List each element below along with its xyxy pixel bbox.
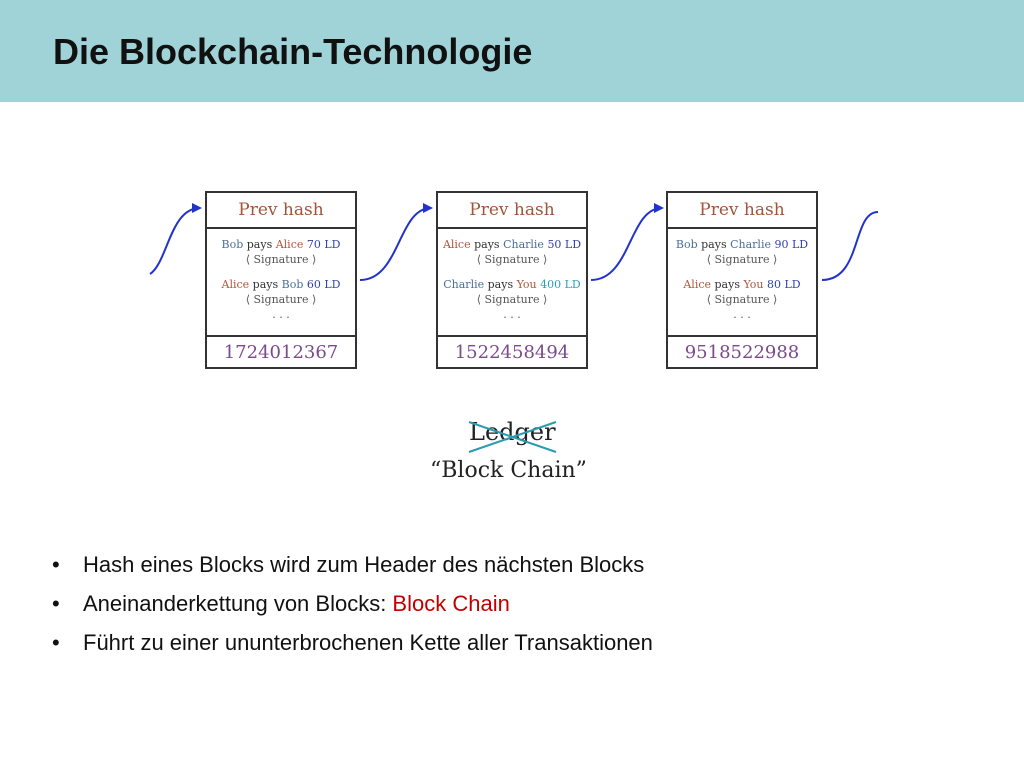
- tx-amount: 90 LD: [774, 238, 809, 251]
- bullet-text: Führt zu einer ununterbrochenen Kette al…: [83, 630, 653, 655]
- transaction-line: Alice pays You 80 LD: [668, 277, 816, 292]
- transactions: Bob pays Alice 70 LD ⟨ Signature ⟩ Alice…: [207, 229, 355, 337]
- signature: ⟨ Signature ⟩: [706, 253, 778, 266]
- bullet-icon: •: [52, 591, 60, 616]
- bullet-icon: •: [52, 630, 60, 655]
- block-hash: 1724012367: [223, 342, 339, 363]
- block-3: Prev hash Bob pays Charlie 90 LD ⟨ Signa…: [666, 191, 818, 369]
- block-hash: 1522458494: [454, 342, 570, 363]
- transaction-line: Bob pays Alice 70 LD: [207, 237, 355, 252]
- prev-hash-label: Prev hash: [668, 193, 816, 229]
- ellipsis: . . .: [733, 308, 751, 321]
- strike-through-mark: [468, 421, 557, 453]
- tx-from: Alice: [683, 278, 712, 291]
- link-arrow-2-3: [590, 203, 664, 281]
- link-arrow-1-2: [359, 203, 433, 281]
- tx-verb: pays: [701, 238, 727, 251]
- tx-amount: 60 LD: [306, 278, 341, 291]
- transaction-line: Alice pays Charlie 50 LD: [438, 237, 586, 252]
- tx-verb: pays: [474, 238, 500, 251]
- tx-verb: pays: [487, 278, 514, 291]
- incoming-arrow: [149, 203, 202, 275]
- tx-verb: pays: [714, 278, 740, 291]
- tx-from: Bob: [675, 238, 698, 251]
- tx-verb: pays: [246, 238, 273, 251]
- signature: ⟨ Signature ⟩: [245, 293, 317, 306]
- signature: ⟨ Signature ⟩: [245, 253, 317, 266]
- transactions: Bob pays Charlie 90 LD ⟨ Signature ⟩ Ali…: [668, 229, 816, 337]
- transaction-line: Alice pays Bob 60 LD: [207, 277, 355, 292]
- tx-from: Alice: [221, 278, 250, 291]
- tx-verb: pays: [252, 278, 279, 291]
- outgoing-arrow: [821, 211, 879, 281]
- bullet-highlight: Block Chain: [392, 591, 510, 616]
- tx-to: Alice: [275, 238, 304, 251]
- tx-from: Bob: [221, 238, 244, 251]
- block-1: Prev hash Bob pays Alice 70 LD ⟨ Signatu…: [205, 191, 357, 369]
- bullet-icon: •: [52, 552, 60, 577]
- ellipsis: . . .: [272, 308, 290, 321]
- page-title: Die Blockchain-Technologie: [53, 31, 533, 72]
- blockchain-label: “Block Chain”: [430, 458, 587, 483]
- tx-from: Alice: [442, 238, 471, 251]
- bullet-text: Aneinanderkettung von Blocks:: [83, 591, 393, 616]
- tx-to: Charlie: [503, 238, 544, 251]
- transaction-line: Charlie pays You 400 LD: [438, 277, 586, 292]
- signature: ⟨ Signature ⟩: [706, 293, 778, 306]
- tx-amount: 50 LD: [547, 238, 582, 251]
- prev-hash-label: Prev hash: [207, 193, 355, 229]
- ledger-label: Ledger: [469, 418, 556, 446]
- signature: ⟨ Signature ⟩: [476, 253, 548, 266]
- block-hash: 9518522988: [684, 342, 800, 363]
- bullet-item-1: • Hash eines Blocks wird zum Header des …: [52, 551, 653, 590]
- tx-amount: 400 LD: [540, 278, 581, 291]
- signature: ⟨ Signature ⟩: [476, 293, 548, 306]
- bullet-item-3: • Führt zu einer ununterbrochenen Kette …: [52, 629, 653, 668]
- tx-to: Charlie: [730, 238, 771, 251]
- ellipsis: . . .: [503, 308, 521, 321]
- tx-to: You: [743, 278, 764, 291]
- bullet-text: Hash eines Blocks wird zum Header des nä…: [83, 552, 645, 577]
- tx-from: Charlie: [443, 278, 485, 291]
- tx-to: You: [516, 278, 537, 291]
- title-bar: Die Blockchain-Technologie: [0, 0, 1024, 102]
- block-2: Prev hash Alice pays Charlie 50 LD ⟨ Sig…: [436, 191, 588, 369]
- bullet-item-2: • Aneinanderkettung von Blocks: Block Ch…: [52, 590, 653, 629]
- tx-amount: 70 LD: [306, 238, 341, 251]
- tx-amount: 80 LD: [767, 278, 801, 291]
- bullet-list: • Hash eines Blocks wird zum Header des …: [52, 551, 653, 668]
- prev-hash-label: Prev hash: [438, 193, 586, 229]
- transactions: Alice pays Charlie 50 LD ⟨ Signature ⟩ C…: [438, 229, 586, 337]
- transaction-line: Bob pays Charlie 90 LD: [668, 237, 816, 252]
- tx-to: Bob: [281, 278, 304, 291]
